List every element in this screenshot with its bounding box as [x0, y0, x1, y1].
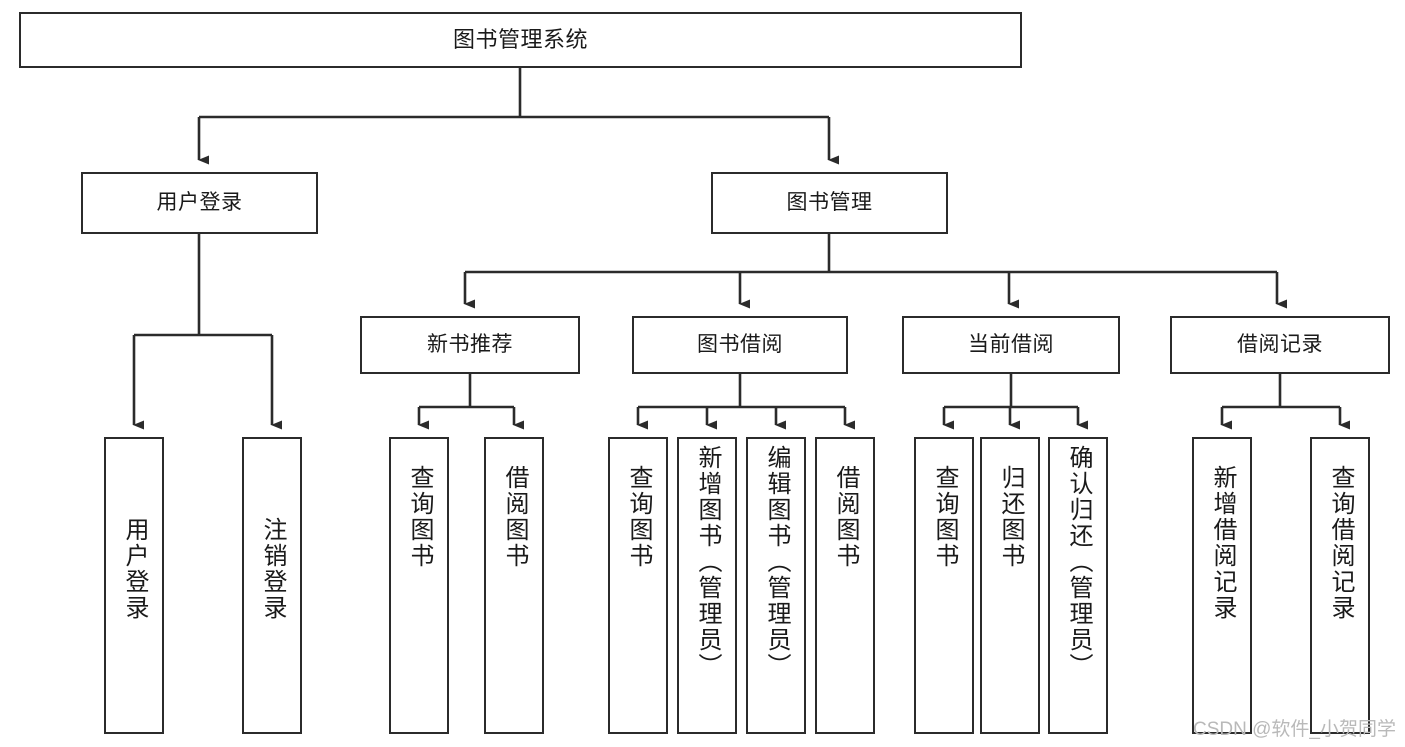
node-leaf-return-book[interactable]: 归还图书 [980, 437, 1040, 734]
connector-bookborrow-to-leaves [636, 374, 855, 430]
node-leaf-query-book-1-label: 查询图书 [406, 465, 433, 569]
node-leaf-borrow-book-1[interactable]: 借阅图书 [484, 437, 544, 734]
node-book-management[interactable]: 图书管理 [711, 172, 948, 234]
connector-currentborrow-to-leaves [942, 374, 1088, 430]
node-leaf-query-record-label: 查询借阅记录 [1327, 465, 1354, 621]
node-leaf-query-book-3[interactable]: 查询图书 [914, 437, 974, 734]
node-leaf-user-login[interactable]: 用户登录 [104, 437, 164, 734]
node-leaf-query-book-2[interactable]: 查询图书 [608, 437, 668, 734]
node-new-book-recommend[interactable]: 新书推荐 [360, 316, 580, 374]
node-book-borrow[interactable]: 图书借阅 [632, 316, 848, 374]
connector-bookmgmt-to-level3 [463, 234, 1287, 309]
connector-userlogin-to-leaves [132, 234, 282, 430]
node-user-login[interactable]: 用户登录 [81, 172, 318, 234]
node-leaf-return-book-label: 归还图书 [997, 465, 1024, 569]
node-leaf-borrow-book-2[interactable]: 借阅图书 [815, 437, 875, 734]
node-user-login-label: 用户登录 [156, 191, 243, 215]
node-leaf-edit-book[interactable]: 编辑图书（管理员） [746, 437, 806, 734]
node-root-system[interactable]: 图书管理系统 [19, 12, 1022, 68]
connector-newbook-to-leaves [417, 374, 524, 430]
node-borrow-record-label: 借阅记录 [1237, 333, 1323, 357]
node-leaf-add-record-label: 新增借阅记录 [1209, 465, 1236, 621]
node-leaf-add-record[interactable]: 新增借阅记录 [1192, 437, 1252, 734]
node-leaf-query-book-1[interactable]: 查询图书 [389, 437, 449, 734]
connector-root-to-level2 [197, 68, 839, 165]
node-book-management-label: 图书管理 [786, 191, 873, 215]
node-current-borrow[interactable]: 当前借阅 [902, 316, 1120, 374]
node-leaf-add-book[interactable]: 新增图书（管理员） [677, 437, 737, 734]
node-leaf-edit-book-label: 编辑图书（管理员） [763, 445, 790, 679]
node-book-borrow-label: 图书借阅 [697, 333, 783, 357]
connector-borrowrecord-to-leaves [1220, 374, 1350, 430]
node-leaf-user-logout[interactable]: 注销登录 [242, 437, 302, 734]
node-leaf-borrow-book-2-label: 借阅图书 [832, 465, 859, 569]
node-new-book-recommend-label: 新书推荐 [427, 333, 513, 357]
node-leaf-query-book-2-label: 查询图书 [625, 465, 652, 569]
node-leaf-borrow-book-1-label: 借阅图书 [501, 465, 528, 569]
node-leaf-query-record[interactable]: 查询借阅记录 [1310, 437, 1370, 734]
node-leaf-confirm-return-label: 确认归还（管理员） [1065, 445, 1092, 679]
node-borrow-record[interactable]: 借阅记录 [1170, 316, 1390, 374]
node-leaf-user-login-label: 用户登录 [121, 517, 148, 621]
node-leaf-user-logout-label: 注销登录 [259, 517, 286, 621]
node-root-system-label: 图书管理系统 [452, 26, 588, 52]
node-leaf-confirm-return[interactable]: 确认归还（管理员） [1048, 437, 1108, 734]
node-current-borrow-label: 当前借阅 [968, 333, 1054, 357]
node-leaf-add-book-label: 新增图书（管理员） [694, 445, 721, 679]
node-leaf-query-book-3-label: 查询图书 [931, 465, 958, 569]
